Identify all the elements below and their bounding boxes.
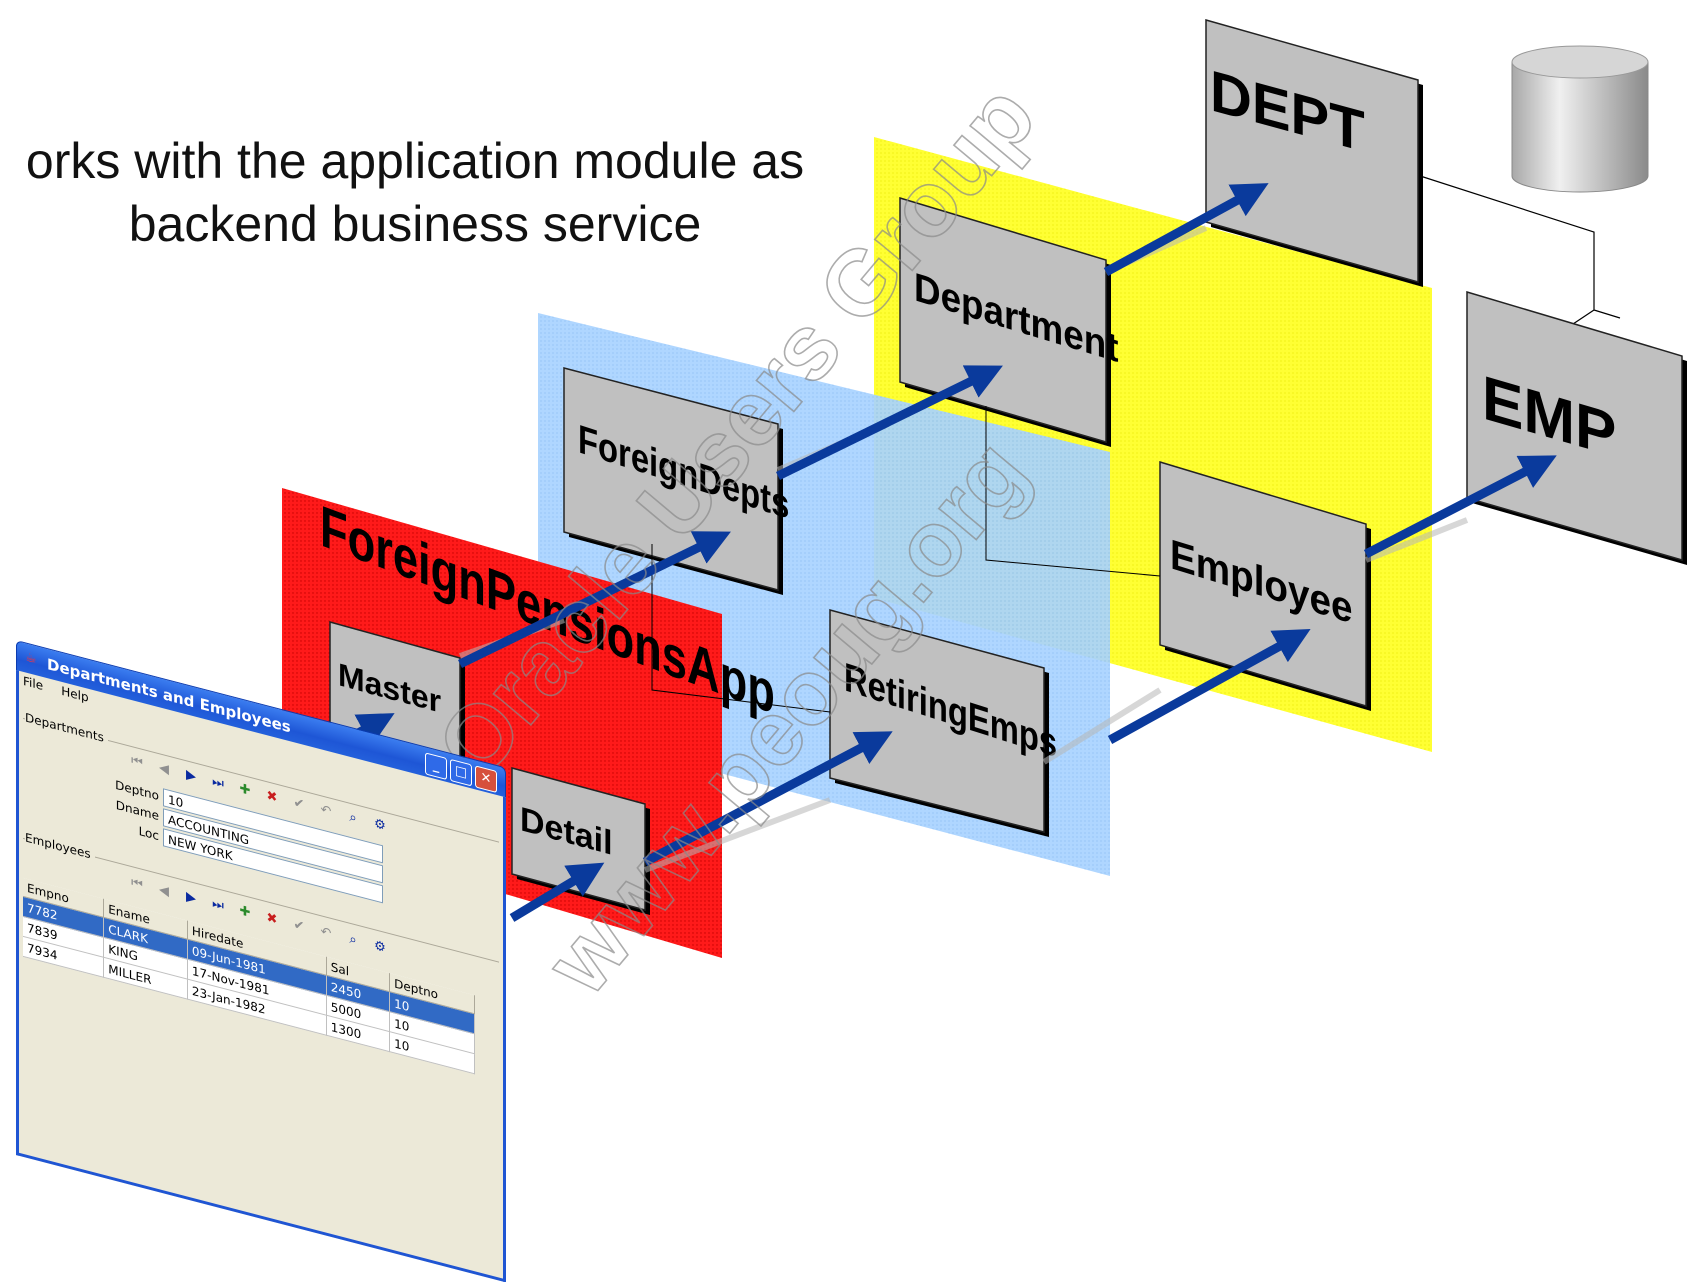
employee-entity-box: Employee — [1159, 460, 1371, 711]
employees-section-label: Employees — [25, 830, 95, 863]
commit-icon[interactable]: ✔ — [293, 917, 305, 935]
departments-section-label: Departments — [25, 710, 108, 746]
commit-icon[interactable]: ✔ — [293, 795, 305, 813]
caption-line-1: orks with the application module as — [25, 133, 805, 189]
delete-record-icon[interactable]: ✖ — [266, 910, 278, 928]
rollback-icon[interactable]: ↶ — [320, 802, 332, 821]
db-connector-lines — [1413, 173, 1621, 327]
find-icon[interactable]: ⌕ — [349, 931, 357, 949]
previous-record-icon[interactable]: ◀ — [159, 882, 169, 900]
detail-usage-box: Detail — [511, 767, 650, 915]
menu-help[interactable]: Help — [61, 683, 89, 705]
first-record-icon[interactable]: ⏮ — [131, 752, 143, 771]
mapping-arrows — [317, 183, 1557, 922]
arrow-employee-to-emp — [1363, 455, 1557, 558]
next-record-icon[interactable]: ▶ — [186, 767, 196, 785]
find-icon[interactable]: ⌕ — [349, 809, 357, 827]
maximize-icon[interactable]: □ — [450, 758, 472, 787]
entity-association-line — [985, 406, 1161, 577]
rollback-icon[interactable]: ↶ — [320, 924, 332, 943]
menu-file[interactable]: File — [23, 673, 44, 694]
delete-record-icon[interactable]: ✖ — [266, 788, 278, 806]
arrow-foreigndepts-to-department — [776, 365, 1003, 481]
first-record-icon[interactable]: ⏮ — [131, 874, 143, 893]
next-record-icon[interactable]: ▶ — [186, 889, 196, 907]
insert-record-icon[interactable]: ✚ — [239, 781, 251, 799]
arrow-master-to-foreigndepts — [458, 531, 731, 669]
caption: orks with the application module as back… — [0, 130, 840, 256]
insert-record-icon[interactable]: ✚ — [239, 903, 251, 921]
database-icon — [1511, 45, 1649, 193]
execute-query-icon[interactable]: ⚙ — [374, 938, 386, 957]
caption-line-2: backend business service — [128, 196, 702, 252]
arrow-department-to-dept — [1103, 183, 1269, 276]
previous-record-icon[interactable]: ◀ — [159, 760, 169, 778]
close-icon[interactable]: ✕ — [475, 765, 497, 794]
viewlink-line — [651, 544, 831, 713]
last-record-icon[interactable]: ⏭ — [212, 895, 224, 915]
last-record-icon[interactable]: ⏭ — [212, 773, 224, 793]
execute-query-icon[interactable]: ⚙ — [374, 816, 386, 835]
arrow-detail-to-retiringemps — [642, 731, 893, 866]
arrow-retiringemps-to-employee — [1107, 629, 1311, 744]
java-app-icon: ☕ — [25, 649, 37, 668]
dept-table-box: DEPT — [1205, 19, 1423, 287]
arrow-window-to-detail — [509, 862, 605, 922]
minimize-icon[interactable]: _ — [425, 752, 447, 781]
emp-table-box: EMP — [1466, 290, 1687, 565]
